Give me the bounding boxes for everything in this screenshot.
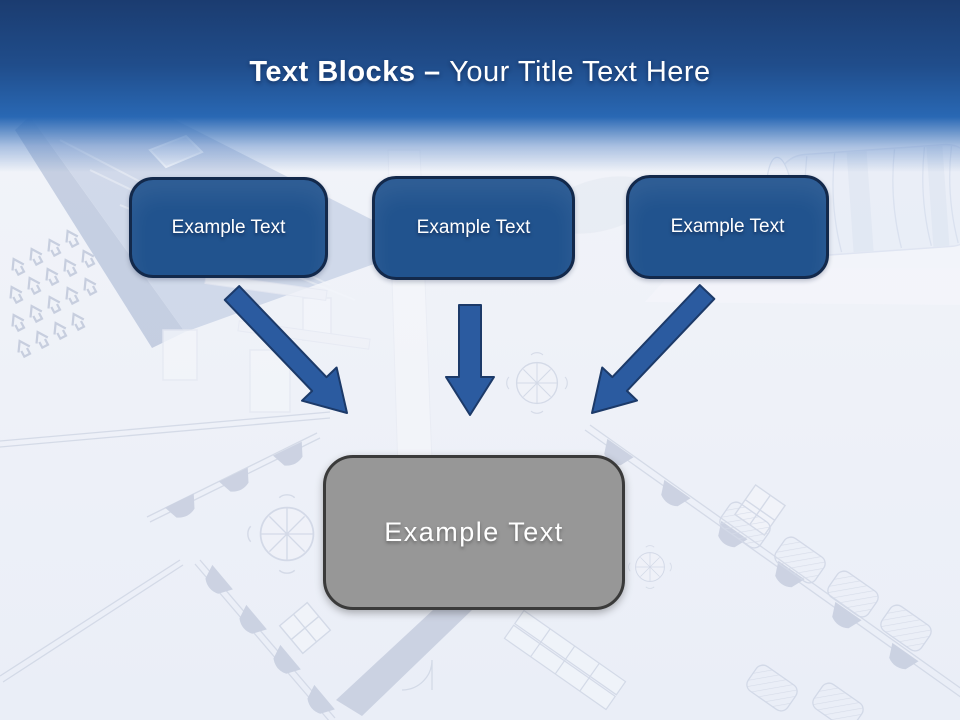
page-title: Text Blocks – Your Title Text Here <box>0 56 960 89</box>
title-bold-segment: Text Blocks – <box>249 56 450 88</box>
text-block-3[interactable]: Example Text <box>626 175 829 279</box>
text-block-2[interactable]: Example Text <box>372 176 575 280</box>
text-block-3-label: Example Text <box>670 216 785 237</box>
text-block-2-label: Example Text <box>416 217 531 238</box>
header-band <box>0 0 960 172</box>
target-text-block[interactable]: Example Text <box>323 455 625 610</box>
text-block-1-label: Example Text <box>171 216 286 238</box>
target-text-block-label: Example Text <box>384 517 564 547</box>
text-block-1[interactable]: Example Text <box>129 177 328 278</box>
title-regular-segment: Your Title Text Here <box>449 56 711 88</box>
